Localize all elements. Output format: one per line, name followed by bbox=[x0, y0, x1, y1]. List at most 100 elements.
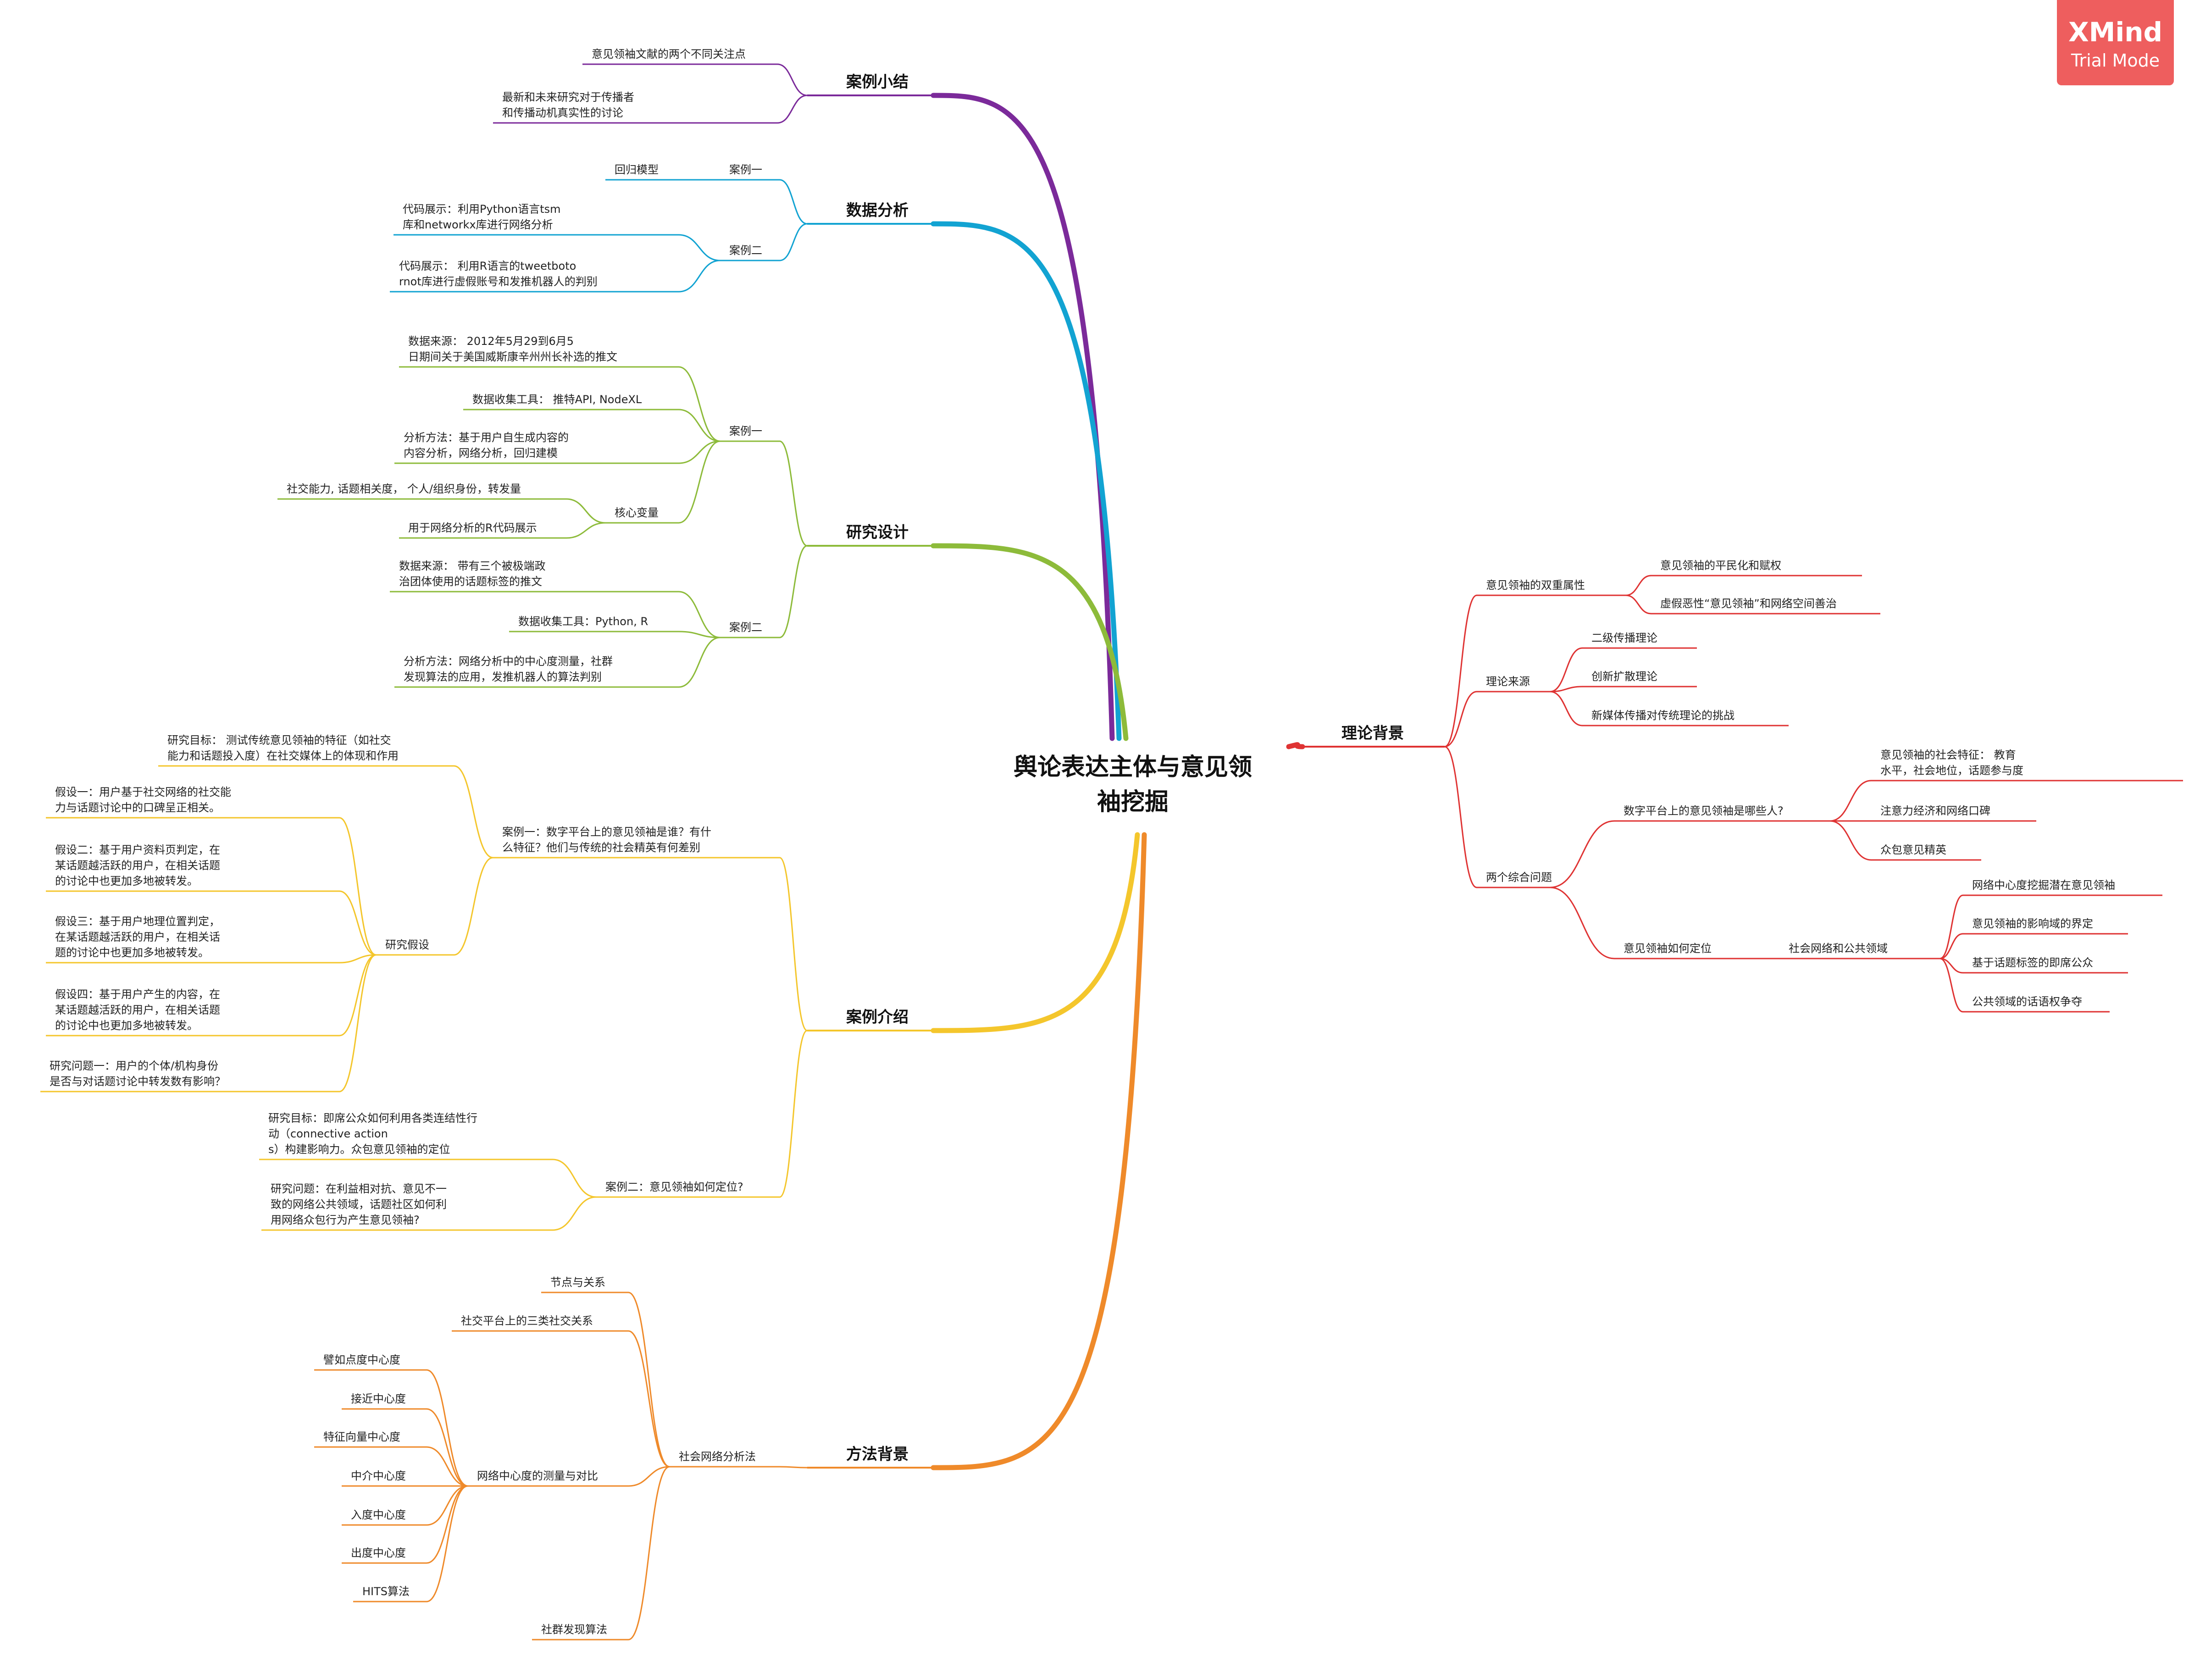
topic-label: 假设一：用户基于社交网络的社交能 bbox=[55, 786, 231, 798]
main-topic-design[interactable]: 研究设计 bbox=[846, 523, 909, 542]
topic-method-0-2-2[interactable]: 特征向量中心度 bbox=[323, 1430, 400, 1443]
topic-label: 的讨论中也更加多地被转发。 bbox=[55, 1019, 198, 1032]
topic-design-0[interactable]: 案例一 bbox=[729, 425, 762, 438]
topic-label: 众包意见精英 bbox=[1880, 843, 1946, 856]
topic-theory-1-1[interactable]: 创新扩散理论 bbox=[1591, 670, 1657, 683]
branch-cases-line bbox=[931, 832, 1140, 1033]
topic-analysis-0[interactable]: 案例一 bbox=[729, 163, 762, 176]
topic-label: 回归模型 bbox=[615, 163, 659, 176]
topic-label: 某话题越活跃的用户，在相关话题 bbox=[55, 1004, 220, 1016]
branch-analysis-line bbox=[931, 221, 1122, 741]
topic-design-0-1[interactable]: 数据收集工具： 推特API, NodeXL bbox=[472, 393, 642, 406]
branch-summary-line bbox=[931, 93, 1115, 741]
topic-label: 动（connective action bbox=[268, 1127, 388, 1140]
main-topic-method[interactable]: 方法背景 bbox=[846, 1445, 909, 1464]
topic-method-0-2-3[interactable]: 中介中心度 bbox=[351, 1469, 406, 1482]
topic-cases-0-1-1[interactable]: 假设二：基于用户资料页判定，在某话题越活跃的用户，在相关话题的讨论中也更加多地被… bbox=[55, 843, 220, 887]
topic-theory-2-1-0[interactable]: 社会网络和公共领域 bbox=[1789, 942, 1888, 955]
branch-connectors bbox=[931, 93, 1305, 1470]
topic-theory-2-1-0-2[interactable]: 基于话题标签的即席公众 bbox=[1972, 956, 2093, 969]
topic-analysis-1-1[interactable]: 代码展示： 利用R语言的tweetbotornot库进行虚假账号和发推机器人的判… bbox=[399, 260, 598, 288]
topic-design-1[interactable]: 案例二 bbox=[729, 621, 762, 634]
topic-method-0-2-5[interactable]: 出度中心度 bbox=[351, 1547, 406, 1559]
topic-cases-0-1-2[interactable]: 假设三：基于用户地理位置判定，在某话题越活跃的用户，在相关话题的讨论中也更加多地… bbox=[55, 915, 220, 959]
topic-design-1-1[interactable]: 数据收集工具：Python, R bbox=[518, 615, 648, 628]
topic-method-0-2-6[interactable]: HITS算法 bbox=[362, 1585, 410, 1598]
topic-label: 库和networkx库进行网络分析 bbox=[403, 218, 553, 231]
topic-label: rnot库进行虚假账号和发推机器人的判别 bbox=[399, 275, 598, 288]
topic-label: 研究问题一：用户的个体/机构身份 bbox=[50, 1059, 218, 1072]
main-topic-cases[interactable]: 案例介绍 bbox=[846, 1008, 909, 1026]
topic-cases-1-1[interactable]: 研究问题：在利益相对抗、意见不一致的网络公共领域，话题社区如何利用网络众包行为产… bbox=[271, 1182, 447, 1226]
topic-theory-2[interactable]: 两个综合问题 bbox=[1486, 871, 1552, 884]
topic-design-0-3-1[interactable]: 用于网络分析的R代码展示 bbox=[408, 521, 537, 534]
topic-label: 研究目标： 测试传统意见领袖的特征（如社交 bbox=[167, 734, 391, 747]
topic-cases-0-0[interactable]: 研究目标： 测试传统意见领袖的特征（如社交能力和话题投入度）在社交媒体上的体现和… bbox=[167, 734, 399, 762]
topic-label: 最新和未来研究对于传播者 bbox=[502, 91, 634, 104]
topic-label: 分析方法：基于用户自生成内容的 bbox=[404, 431, 569, 444]
topic-theory-1-0[interactable]: 二级传播理论 bbox=[1591, 632, 1657, 644]
topic-theory-2-1[interactable]: 意见领袖如何定位 bbox=[1624, 942, 1712, 955]
topic-method-0-2-4[interactable]: 入度中心度 bbox=[351, 1508, 406, 1521]
topic-cases-1[interactable]: 案例二：意见领袖如何定位? bbox=[605, 1181, 743, 1193]
main-topic-summary[interactable]: 案例小结 bbox=[846, 73, 909, 91]
topic-theory-2-1-0-0[interactable]: 网络中心度挖掘潜在意见领袖 bbox=[1972, 879, 2115, 892]
topic-label: 是否与对话题讨论中转发数有影响？ bbox=[50, 1075, 226, 1088]
topic-label: 数据收集工具：Python, R bbox=[518, 615, 648, 628]
central-topic-line-2: 袖挖掘 bbox=[1097, 788, 1169, 816]
topic-theory-2-0[interactable]: 数字平台上的意见领袖是哪些人? bbox=[1624, 804, 1784, 817]
topic-label: 么特征？他们与传统的社会精英有何差别 bbox=[502, 841, 700, 854]
topic-label: 理论来源 bbox=[1486, 675, 1530, 688]
topic-method-0[interactable]: 社会网络分析法 bbox=[679, 1450, 756, 1463]
topic-label: 研究假设 bbox=[385, 938, 429, 951]
topic-theory-0[interactable]: 意见领袖的双重属性 bbox=[1486, 579, 1585, 592]
topic-theory-2-1-0-3[interactable]: 公共领域的话语权争夺 bbox=[1972, 995, 2082, 1008]
topic-analysis-0-0[interactable]: 回归模型 bbox=[615, 163, 659, 176]
topic-method-0-3[interactable]: 社群发现算法 bbox=[541, 1623, 607, 1636]
topic-method-0-0[interactable]: 节点与关系 bbox=[550, 1276, 605, 1289]
topic-method-0-1[interactable]: 社交平台上的三类社交关系 bbox=[461, 1314, 593, 1327]
main-topic-analysis[interactable]: 数据分析 bbox=[846, 201, 909, 220]
topic-theory-1-2[interactable]: 新媒体传播对传统理论的挑战 bbox=[1591, 709, 1735, 722]
topic-label: 能力和话题投入度）在社交媒体上的体现和作用 bbox=[167, 749, 399, 762]
topic-label: 节点与关系 bbox=[550, 1276, 605, 1289]
topic-theory-1[interactable]: 理论来源 bbox=[1486, 675, 1530, 688]
topic-method-0-2-0[interactable]: 譬如点度中心度 bbox=[323, 1353, 400, 1366]
topic-label: 题的讨论中也更加多地被转发。 bbox=[55, 946, 209, 959]
topic-theory-0-0[interactable]: 意见领袖的平民化和赋权 bbox=[1660, 559, 1781, 572]
topic-theory-2-0-1[interactable]: 注意力经济和网络口碑 bbox=[1880, 804, 1990, 817]
topic-label: 公共领域的话语权争夺 bbox=[1972, 995, 2082, 1008]
watermark-mode: Trial Mode bbox=[2071, 50, 2160, 71]
topic-theory-0-1[interactable]: 虚假恶性“意见领袖”和网络空间善治 bbox=[1660, 597, 1837, 610]
branch-method-line bbox=[931, 832, 1147, 1470]
topic-cases-0-1[interactable]: 研究假设 bbox=[385, 938, 429, 951]
topic-theory-2-0-2[interactable]: 众包意见精英 bbox=[1880, 843, 1946, 856]
topic-theory-2-1-0-1[interactable]: 意见领袖的影响域的界定 bbox=[1972, 917, 2093, 930]
topic-method-0-2-1[interactable]: 接近中心度 bbox=[351, 1392, 406, 1405]
topic-summary-0[interactable]: 意见领袖文献的两个不同关注点 bbox=[592, 48, 746, 61]
topic-design-0-3-0[interactable]: 社交能力, 话题相关度， 个人/组织身份，转发量 bbox=[287, 482, 521, 495]
topic-label: 数据来源： 带有三个被极端政 bbox=[399, 560, 546, 572]
topic-analysis-1[interactable]: 案例二 bbox=[729, 244, 762, 257]
xmind-watermark: XMind Trial Mode bbox=[2057, 0, 2174, 85]
topic-label: 案例一 bbox=[729, 163, 762, 176]
central-topic[interactable]: 舆论表达主体与意见领 袖挖掘 bbox=[1014, 754, 1252, 816]
topic-label: 网络中心度的测量与对比 bbox=[477, 1469, 598, 1482]
topic-method-0-2[interactable]: 网络中心度的测量与对比 bbox=[477, 1469, 598, 1482]
topic-label: 分析方法：网络分析中的中心度测量，社群 bbox=[404, 655, 613, 668]
main-topic-theory[interactable]: 理论背景 bbox=[1341, 724, 1404, 743]
topic-cases-0-1-3[interactable]: 假设四：基于用户产生的内容，在某话题越活跃的用户，在相关话题的讨论中也更加多地被… bbox=[55, 988, 220, 1032]
topic-design-0-3[interactable]: 核心变量 bbox=[615, 506, 659, 519]
topic-label: 社群发现算法 bbox=[541, 1623, 607, 1636]
